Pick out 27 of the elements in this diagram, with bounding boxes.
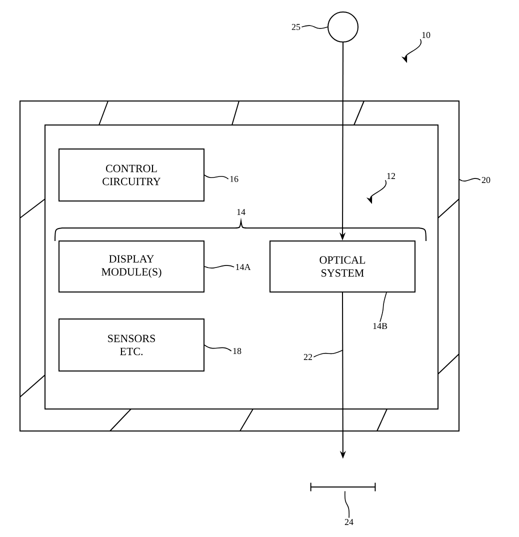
leader-line (204, 344, 232, 352)
source-circle (328, 12, 358, 42)
leader-line (459, 178, 481, 182)
reference-numeral: 12 (387, 173, 395, 179)
leader-line (301, 25, 328, 29)
reference-numeral: 16 (230, 176, 238, 182)
reference-numeral: 10 (422, 32, 430, 38)
block-box: SENSORS ETC. (58, 318, 204, 372)
reference-numeral: 18 (233, 348, 242, 354)
reference-numeral: 24 (344, 519, 354, 525)
reference-numeral: 25 (292, 24, 300, 30)
block-box: CONTROL CIRCUITRY (58, 148, 204, 202)
leader-line (204, 265, 234, 268)
device-box (44, 124, 438, 410)
leader-line (344, 490, 350, 518)
leader-line (313, 350, 344, 358)
reference-numeral: 14 (237, 209, 246, 215)
leader-line (380, 292, 387, 322)
reference-numeral: 22 (304, 354, 312, 360)
leader-line (204, 174, 229, 180)
target-bar (310, 482, 376, 492)
reference-numeral: 14B (373, 323, 388, 329)
housing-frame (20, 100, 460, 432)
reference-numeral: 20 (482, 176, 490, 184)
block-box: OPTICAL SYSTEM (270, 240, 416, 292)
block-box: DISPLAY MODULE(S) (58, 240, 204, 292)
reference-numeral: 14A (236, 264, 251, 270)
